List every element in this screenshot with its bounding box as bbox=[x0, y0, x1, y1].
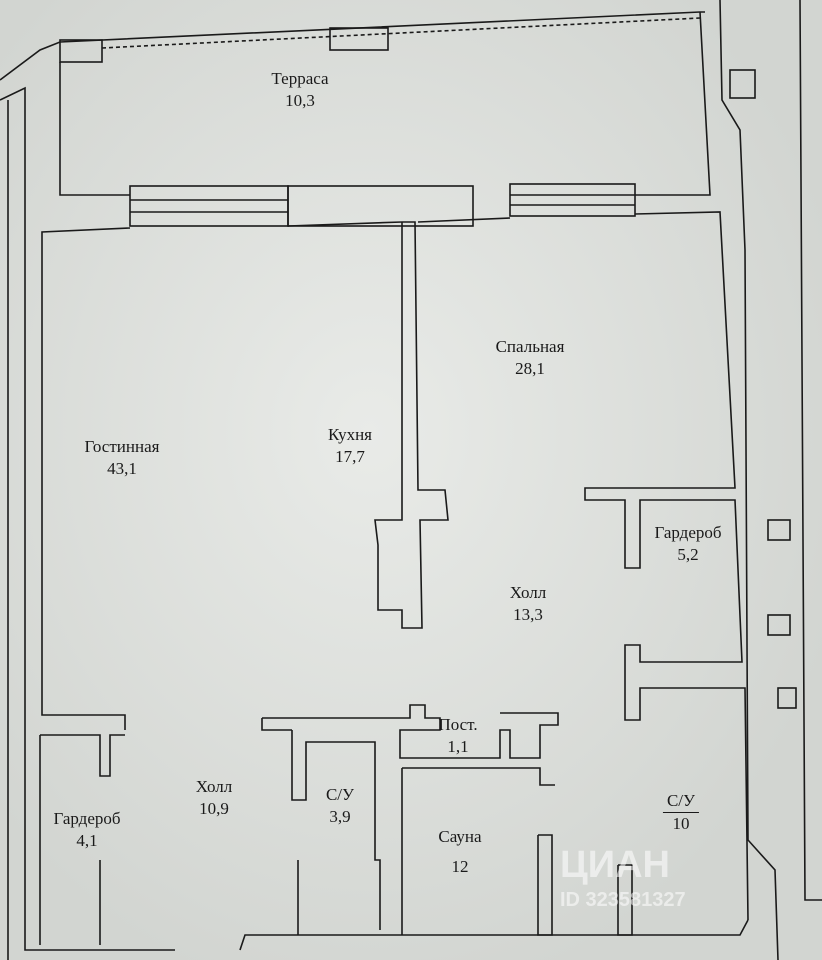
room-name: Спальная bbox=[495, 337, 565, 356]
room-area: 5,2 bbox=[677, 545, 699, 564]
room-name: С/У bbox=[325, 785, 355, 804]
room-area: 12 bbox=[451, 857, 469, 876]
room-name: Гостинная bbox=[84, 437, 160, 456]
room-terrace: Терраса 10,3 bbox=[271, 68, 328, 112]
room-name: Кухня bbox=[328, 425, 372, 444]
room-name: Холл bbox=[195, 777, 233, 796]
room-area: 13,3 bbox=[513, 605, 543, 624]
room-name: Пост. bbox=[438, 715, 478, 734]
room-hall-main: Холл 13,3 bbox=[510, 582, 546, 626]
room-name: Гардероб bbox=[654, 523, 722, 542]
room-bedroom: Спальная 28,1 bbox=[496, 336, 565, 380]
room-sauna: Сауна 12 bbox=[438, 822, 481, 882]
room-kitchen: Кухня 17,7 bbox=[328, 424, 372, 468]
room-name: Сауна bbox=[438, 827, 482, 846]
room-area: 17,7 bbox=[335, 447, 365, 466]
room-wardrobe-right: Гардероб 5,2 bbox=[654, 522, 721, 566]
room-area: 43,1 bbox=[107, 459, 137, 478]
room-living: Гостинная 43,1 bbox=[85, 436, 160, 480]
room-name: С/У bbox=[662, 790, 700, 813]
room-area: 28,1 bbox=[515, 359, 545, 378]
room-area: 10 bbox=[672, 814, 690, 833]
room-wardrobe-left: Гардероб 4,1 bbox=[53, 808, 120, 852]
room-area: 3,9 bbox=[329, 807, 351, 826]
room-name: Гардероб bbox=[53, 809, 121, 828]
room-area: 1,1 bbox=[447, 737, 469, 756]
room-area: 4,1 bbox=[76, 831, 98, 850]
watermark-brand: ЦИАН bbox=[560, 844, 670, 886]
room-name: Холл bbox=[509, 583, 547, 602]
room-name: Терраса bbox=[271, 69, 329, 88]
room-area: 10,9 bbox=[199, 799, 229, 818]
room-hall-small: Холл 10,9 bbox=[196, 776, 232, 820]
room-wc-small: С/У 3,9 bbox=[326, 784, 354, 828]
watermark-id: ID 323581327 bbox=[560, 889, 686, 911]
room-area: 10,3 bbox=[285, 91, 315, 110]
room-post: Пост. 1,1 bbox=[438, 714, 477, 758]
